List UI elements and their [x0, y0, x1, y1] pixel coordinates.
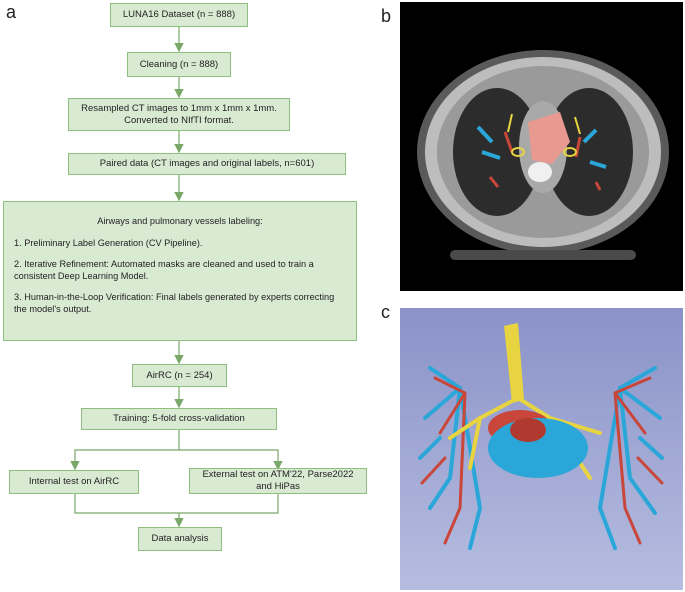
labeling-title: Airways and pulmonary vessels labeling:: [97, 216, 263, 226]
training-box: Training: 5-fold cross-validation: [81, 408, 277, 430]
3d-rendering-image: [400, 308, 683, 590]
resampled-box: Resampled CT images to 1mm x 1mm x 1mm. …: [68, 98, 290, 131]
data-analysis-box: Data analysis: [138, 527, 222, 551]
panel-label-c: c: [381, 302, 390, 322]
luna16-box: LUNA16 Dataset (n = 888): [110, 3, 248, 27]
ct-scan-image: [400, 2, 683, 291]
panel-label-b: b: [381, 6, 392, 26]
cleaning-box: Cleaning (n = 888): [127, 52, 231, 77]
airrc-box: AirRC (n = 254): [132, 364, 227, 387]
flowchart-connectors: [70, 27, 283, 528]
external-test-box: External test on ATM'22, Parse2022 and H…: [189, 468, 367, 494]
labeling-step-1: 1. Preliminary Label Generation (CV Pipe…: [14, 237, 203, 248]
labeling-box: Airways and pulmonary vessels labeling: …: [3, 201, 357, 341]
paired-data-box: Paired data (CT images and original labe…: [68, 153, 346, 175]
labeling-step-3: 3. Human-in-the-Loop Verification: Final…: [14, 291, 335, 314]
labeling-step-2: 2. Iterative Refinement: Automated masks…: [14, 258, 314, 281]
internal-test-box: Internal test on AirRC: [9, 470, 139, 494]
panel-label-a: a: [6, 2, 17, 22]
